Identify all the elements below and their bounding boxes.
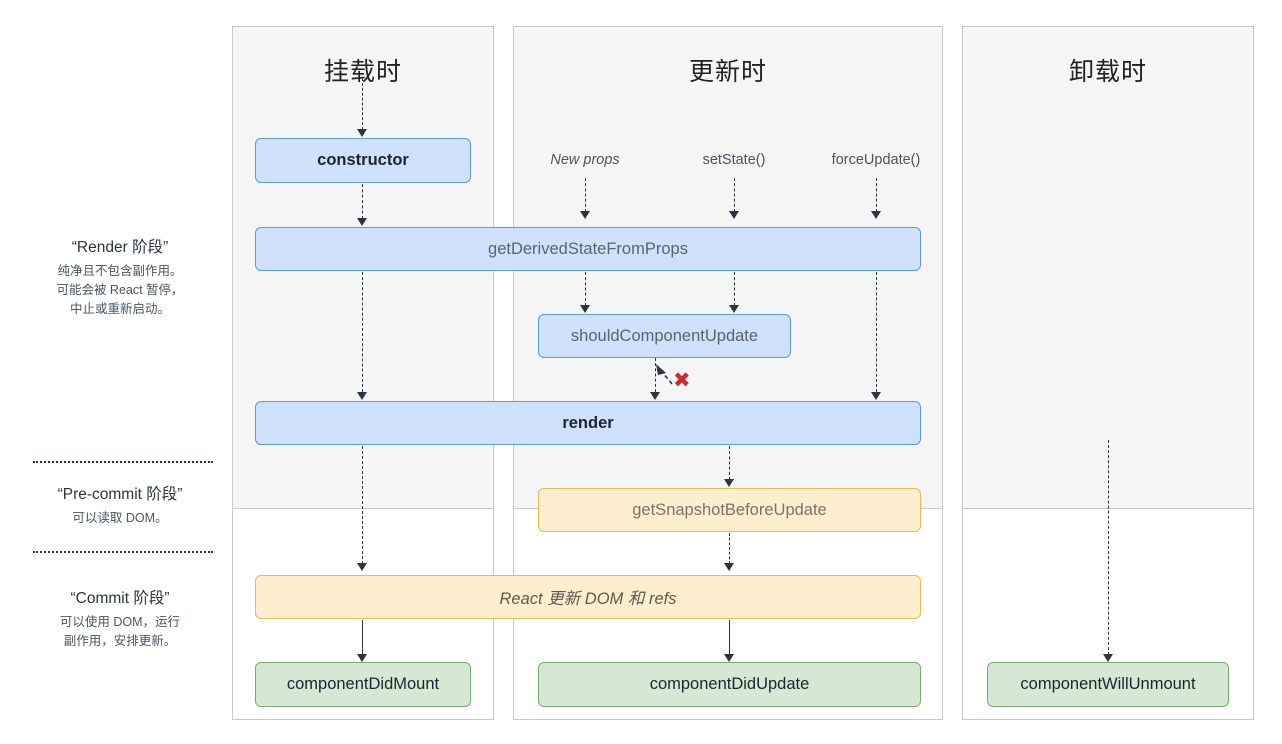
node-react-updates-dom-and-refs[interactable]: React 更新 DOM 和 refs [255, 575, 921, 619]
arrow-head-scu-to-render [650, 392, 660, 400]
arrow-line-constructor-to-gdsfp [362, 184, 363, 219]
phase-commit-desc-line-2: 副作用，安排更新。 [63, 634, 177, 648]
arrow-head-gdsfp-to-scu-right [729, 305, 739, 313]
arrow-line-gdsfp-to-scu-left [585, 272, 586, 306]
phase-divider-top [33, 461, 213, 463]
arrow-head-snapshot-to-dom [724, 563, 734, 571]
node-get-derived-state-from-props[interactable]: getDerivedStateFromProps [255, 227, 921, 271]
column-title-mounting: 挂载时 [323, 58, 402, 86]
arrow-head-render-to-snapshot [724, 479, 734, 487]
arrow-head-gdsfp-to-scu-left [580, 305, 590, 313]
arrow-head-force-update [871, 211, 881, 219]
column-title-updating: 更新时 [688, 58, 767, 86]
arrow-head-gdsfp-to-render-mount [357, 392, 367, 400]
node-component-will-unmount[interactable]: componentWillUnmount [987, 662, 1229, 707]
arrow-line-force-update-to-render [876, 272, 877, 392]
node-get-snapshot-before-update[interactable]: getSnapshotBeforeUpdate [538, 488, 921, 532]
arrow-line-scu-to-render [655, 358, 656, 392]
phase-render-desc-line-3: 中止或重新启动。 [69, 302, 170, 316]
phase-commit-title: “Commit 阶段” [70, 590, 170, 607]
trigger-set-state: setState() [702, 152, 766, 168]
arrow-head-constructor-to-gdsfp [357, 218, 367, 226]
arrow-head-dom-to-did-update [724, 654, 734, 662]
arrow-line-snapshot-to-dom [729, 533, 730, 564]
column-unmounting-header-bg [962, 26, 1254, 509]
arrow-line-new-props [585, 178, 586, 212]
arrow-line-force-update [876, 178, 877, 212]
arrow-head-to-will-unmount [1103, 654, 1113, 662]
arrow-line-to-constructor [362, 78, 363, 130]
phase-render-desc-line-1: 纯净且不包含副作用。 [57, 264, 183, 278]
node-render[interactable]: render [255, 401, 921, 445]
arrow-line-gdsfp-to-render-mount [362, 272, 363, 392]
phase-pre-commit: “Pre-commit 阶段” 可以读取 DOM。 [14, 482, 226, 528]
phase-pre-commit-desc: 可以读取 DOM。 [14, 509, 226, 528]
phase-pre-commit-title: “Pre-commit 阶段” [57, 486, 183, 503]
arrow-head-dom-to-did-mount [357, 654, 367, 662]
node-constructor[interactable]: constructor [255, 138, 471, 183]
trigger-new-props: New props [550, 152, 620, 168]
phase-commit-desc: 可以使用 DOM，运行 副作用，安排更新。 [14, 613, 226, 651]
phase-render-title: “Render 阶段” [71, 239, 169, 256]
phase-divider-bottom [33, 551, 213, 553]
phase-render: “Render 阶段” 纯净且不包含副作用。 可能会被 React 暂停， 中止… [14, 235, 226, 319]
phase-render-desc-line-2: 可能会被 React 暂停， [56, 283, 184, 297]
node-component-did-update[interactable]: componentDidUpdate [538, 662, 921, 707]
arrow-line-to-will-unmount [1108, 440, 1109, 655]
arrow-head-set-state [729, 211, 739, 219]
arrow-head-to-constructor [357, 129, 367, 137]
arrow-head-new-props [580, 211, 590, 219]
phase-commit: “Commit 阶段” 可以使用 DOM，运行 副作用，安排更新。 [14, 586, 226, 651]
arrow-line-dom-to-did-mount [362, 620, 363, 655]
arrow-line-gdsfp-to-scu-right [734, 272, 735, 306]
arrow-line-render-to-dom-mount [362, 446, 363, 564]
phase-render-desc: 纯净且不包含副作用。 可能会被 React 暂停， 中止或重新启动。 [14, 262, 226, 319]
node-should-component-update[interactable]: shouldComponentUpdate [538, 314, 791, 358]
phase-commit-desc-line-1: 可以使用 DOM，运行 [59, 615, 181, 629]
arrow-line-dom-to-did-update [729, 620, 730, 655]
trigger-force-update: forceUpdate() [831, 152, 921, 168]
arrow-line-render-to-snapshot [729, 446, 730, 480]
skip-render-x-icon: ✖ [673, 369, 691, 392]
arrow-head-force-update-to-render [871, 392, 881, 400]
arrow-head-render-to-dom-mount [357, 563, 367, 571]
node-component-did-mount[interactable]: componentDidMount [255, 662, 471, 707]
column-title-unmounting: 卸载时 [1068, 58, 1147, 86]
arrow-line-set-state [734, 178, 735, 212]
phase-pre-commit-desc-line-1: 可以读取 DOM。 [72, 511, 168, 525]
